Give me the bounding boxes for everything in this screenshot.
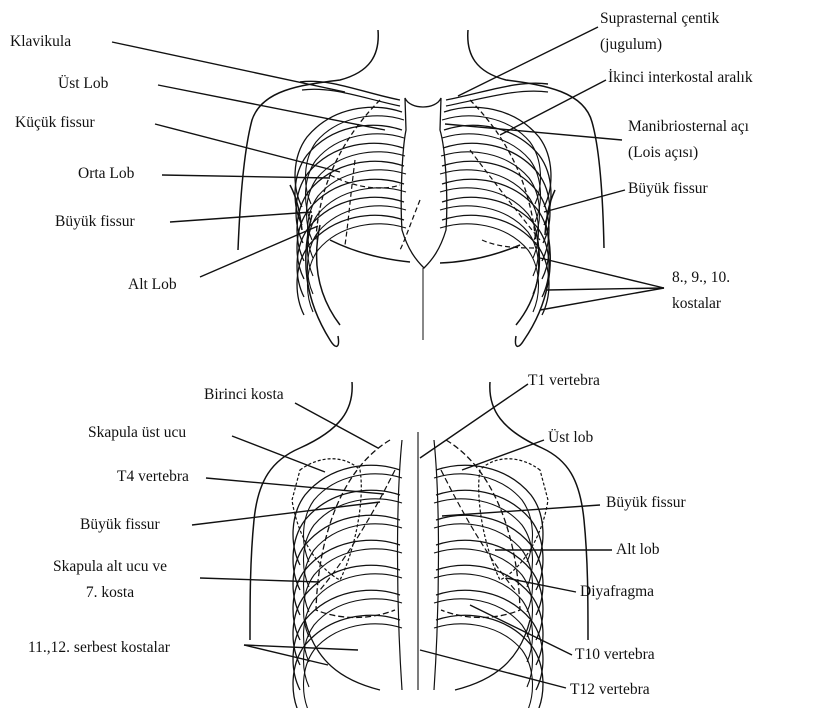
label-manibriosternal-line1: Manibriosternal açı — [628, 117, 749, 137]
label-t1-vertebra: T1 vertebra — [528, 371, 600, 391]
label-suprasternal-line1: Suprasternal çentik — [600, 9, 719, 29]
label-suprasternal-line2: (jugulum) — [600, 35, 662, 55]
label-orta-lob: Orta Lob — [78, 164, 134, 184]
label-alt-lob-back: Alt lob — [616, 540, 660, 560]
label-skapula-ust-ucu: Skapula üst ucu — [88, 423, 186, 443]
label-ust-lob: Üst Lob — [58, 74, 108, 94]
label-buyuk-fissur-front-left: Büyük fissur — [55, 212, 135, 232]
label-alt-lob: Alt Lob — [128, 275, 177, 295]
label-ikinci-interkostal: İkinci interkostal aralık — [608, 68, 753, 88]
label-serbest-kostalar: 11.,12. serbest kostalar — [28, 638, 170, 658]
front-view-figure — [238, 30, 604, 346]
label-buyuk-fissur-back-left: Büyük fissur — [80, 515, 160, 535]
label-kostalar-line2: kostalar — [672, 294, 721, 314]
label-skapula-alt-line1: Skapula alt ucu ve — [20, 557, 200, 577]
label-diyafragma: Diyafragma — [580, 582, 654, 602]
label-buyuk-fissur-front-right: Büyük fissur — [628, 179, 708, 199]
label-ust-lob-back: Üst lob — [548, 428, 593, 448]
label-birinci-kosta: Birinci kosta — [204, 385, 284, 405]
label-t4-vertebra: T4 vertebra — [117, 467, 189, 487]
label-skapula-alt-line2: 7. kosta — [20, 583, 200, 603]
label-klavikula: Klavikula — [10, 32, 71, 52]
label-manibriosternal-line2: (Lois açısı) — [628, 143, 698, 163]
label-t12-vertebra: T12 vertebra — [570, 680, 650, 700]
label-kucuk-fissur: Küçük fissur — [15, 113, 95, 133]
label-buyuk-fissur-back-right: Büyük fissur — [606, 493, 686, 513]
label-kostalar-line1: 8., 9., 10. — [672, 268, 730, 288]
label-t10-vertebra: T10 vertebra — [575, 645, 655, 665]
front-leader-lines — [112, 27, 664, 310]
